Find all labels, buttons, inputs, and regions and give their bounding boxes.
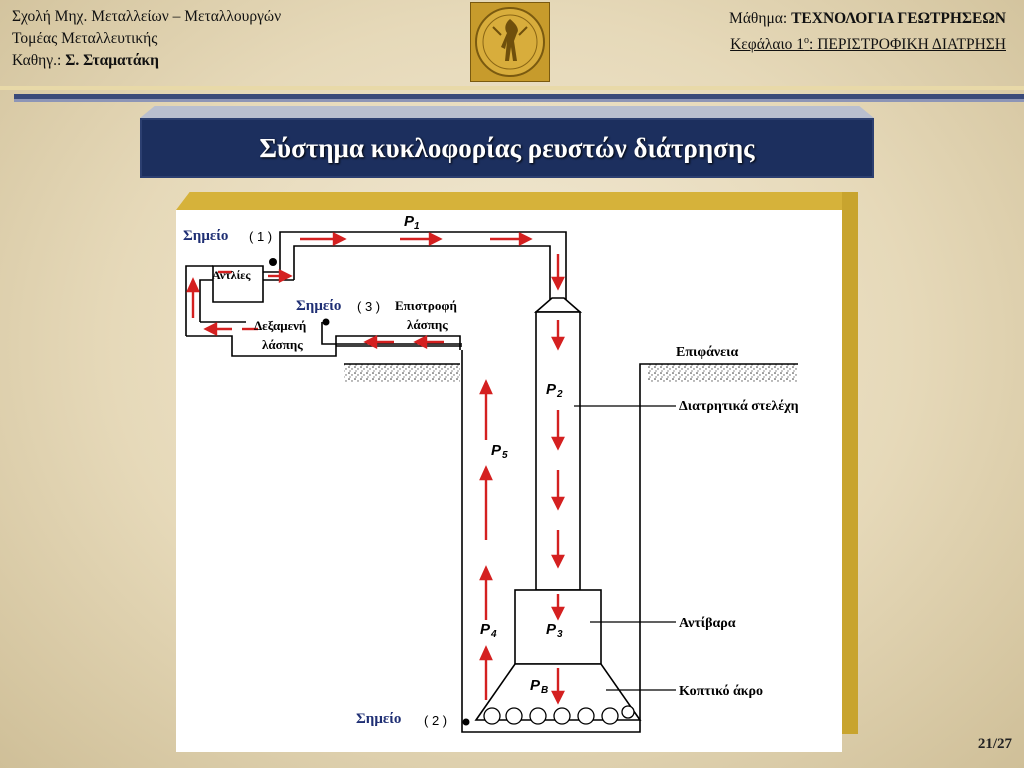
- subject-line: Μάθημα: ΤΕΧΝΟΛΟΓΙΑ ΓΕΩΤΡΗΣΕΩΝ: [729, 8, 1006, 30]
- return-label-line1: Επιστροφή: [395, 298, 457, 313]
- p5-label: P: [491, 442, 502, 459]
- drill-pipes-label: Διατρητικά στελέχη: [679, 399, 799, 414]
- title-bevel: [140, 106, 874, 118]
- p2-label: P: [546, 381, 557, 398]
- point-1-num: ( 1 ): [249, 229, 272, 244]
- tank-label-line1: Δεξαμενή: [254, 318, 306, 333]
- header-rule-shade: [14, 99, 1024, 102]
- chapter-rest: : ΠΕΡΙΣΤΡΟΦΙΚΗ ΔΙΑΤΡΗΣΗ: [809, 36, 1006, 54]
- frame-right-gold: [842, 192, 858, 734]
- p2-sub: 2: [556, 389, 563, 400]
- circulation-diagram: Σημείο ( 1 ) Σημείο ( 3 ) Σημείο ( 2 ) Α…: [183, 213, 799, 733]
- pb-sub: B: [541, 685, 548, 696]
- diagram-panel: Σημείο ( 1 ) Σημείο ( 3 ) Σημείο ( 2 ) Α…: [176, 210, 842, 752]
- leader-lines: [574, 405, 676, 691]
- frame-top-gold: [176, 192, 858, 210]
- slide-title: Σύστημα κυκλοφορίας ρευστών διάτρησης: [259, 132, 755, 163]
- subject-name: ΤΕΧΝΟΛΟΓΙΑ ΓΕΩΤΡΗΣΕΩΝ: [791, 10, 1006, 27]
- header-left: Σχολή Μηχ. Μεταλλείων – Μεταλλουργών Τομ…: [12, 6, 281, 72]
- subject-prefix: Μάθημα:: [729, 10, 788, 27]
- return-label-line2: λάσπης: [407, 317, 448, 332]
- point-3-word: Σημείο: [296, 298, 341, 314]
- p5-sub: 5: [502, 450, 508, 461]
- p3-sub: 3: [557, 629, 563, 640]
- surface-label: Επιφάνεια: [676, 345, 738, 360]
- surface-piping: [185, 231, 567, 357]
- header-rule-dark: [14, 94, 1024, 99]
- department-line: Τομέας Μεταλλευτικής: [12, 30, 158, 47]
- header-right: Μάθημα: ΤΕΧΝΟΛΟΓΙΑ ΓΕΩΤΡΗΣΕΩΝ Κεφάλαιο 1…: [729, 8, 1006, 56]
- p4-label: P: [480, 621, 491, 638]
- professor-prefix: Καθηγ.:: [12, 52, 62, 69]
- bit-cutters: [483, 705, 635, 725]
- point-1-word: Σημείο: [183, 228, 228, 244]
- chapter-prefix: Κεφάλαιο 1: [730, 36, 805, 54]
- pumps-label: Αντλίες: [212, 268, 251, 282]
- flow-arrows: [186, 232, 565, 705]
- page-number: 21/27: [977, 736, 1012, 752]
- point-2-word: Σημείο: [356, 711, 401, 727]
- p1-label: P: [404, 213, 415, 230]
- point-2-dot: [462, 718, 470, 726]
- point-3-dot: [322, 318, 330, 326]
- ground-right: [648, 364, 798, 382]
- pb-label: P: [530, 677, 541, 694]
- point-1-dot: [269, 258, 277, 266]
- point-3-num: ( 3 ): [357, 299, 380, 314]
- bit-label: Κοπτικό άκρο: [679, 684, 763, 699]
- point-2-num: ( 2 ): [424, 713, 447, 728]
- p1-sub: 1: [414, 221, 420, 232]
- chapter-sup: ο: [804, 35, 810, 46]
- ground-left: [344, 364, 460, 382]
- chapter-line: Κεφάλαιο 1ο: ΠΕΡΙΣΤΡΟΦΙΚΗ ΔΙΑΤΡΗΣΗ: [729, 30, 1006, 56]
- title-band: Σύστημα κυκλοφορίας ρευστών διάτρησης: [140, 106, 874, 178]
- university-logo: [470, 2, 550, 82]
- professor-line: Καθηγ.: Σ. Σταματάκη: [12, 50, 281, 72]
- tank-label-line2: λάσπης: [262, 337, 303, 352]
- p3-label: P: [546, 621, 557, 638]
- header-rule-light: [0, 86, 1024, 90]
- collars-label: Αντίβαρα: [679, 616, 736, 631]
- professor-name: Σ. Σταματάκη: [65, 52, 159, 69]
- logo-emblem: [475, 7, 545, 77]
- well-bore: [461, 350, 648, 733]
- p4-sub: 4: [490, 629, 497, 640]
- school-line: Σχολή Μηχ. Μεταλλείων – Μεταλλουργών: [12, 8, 282, 25]
